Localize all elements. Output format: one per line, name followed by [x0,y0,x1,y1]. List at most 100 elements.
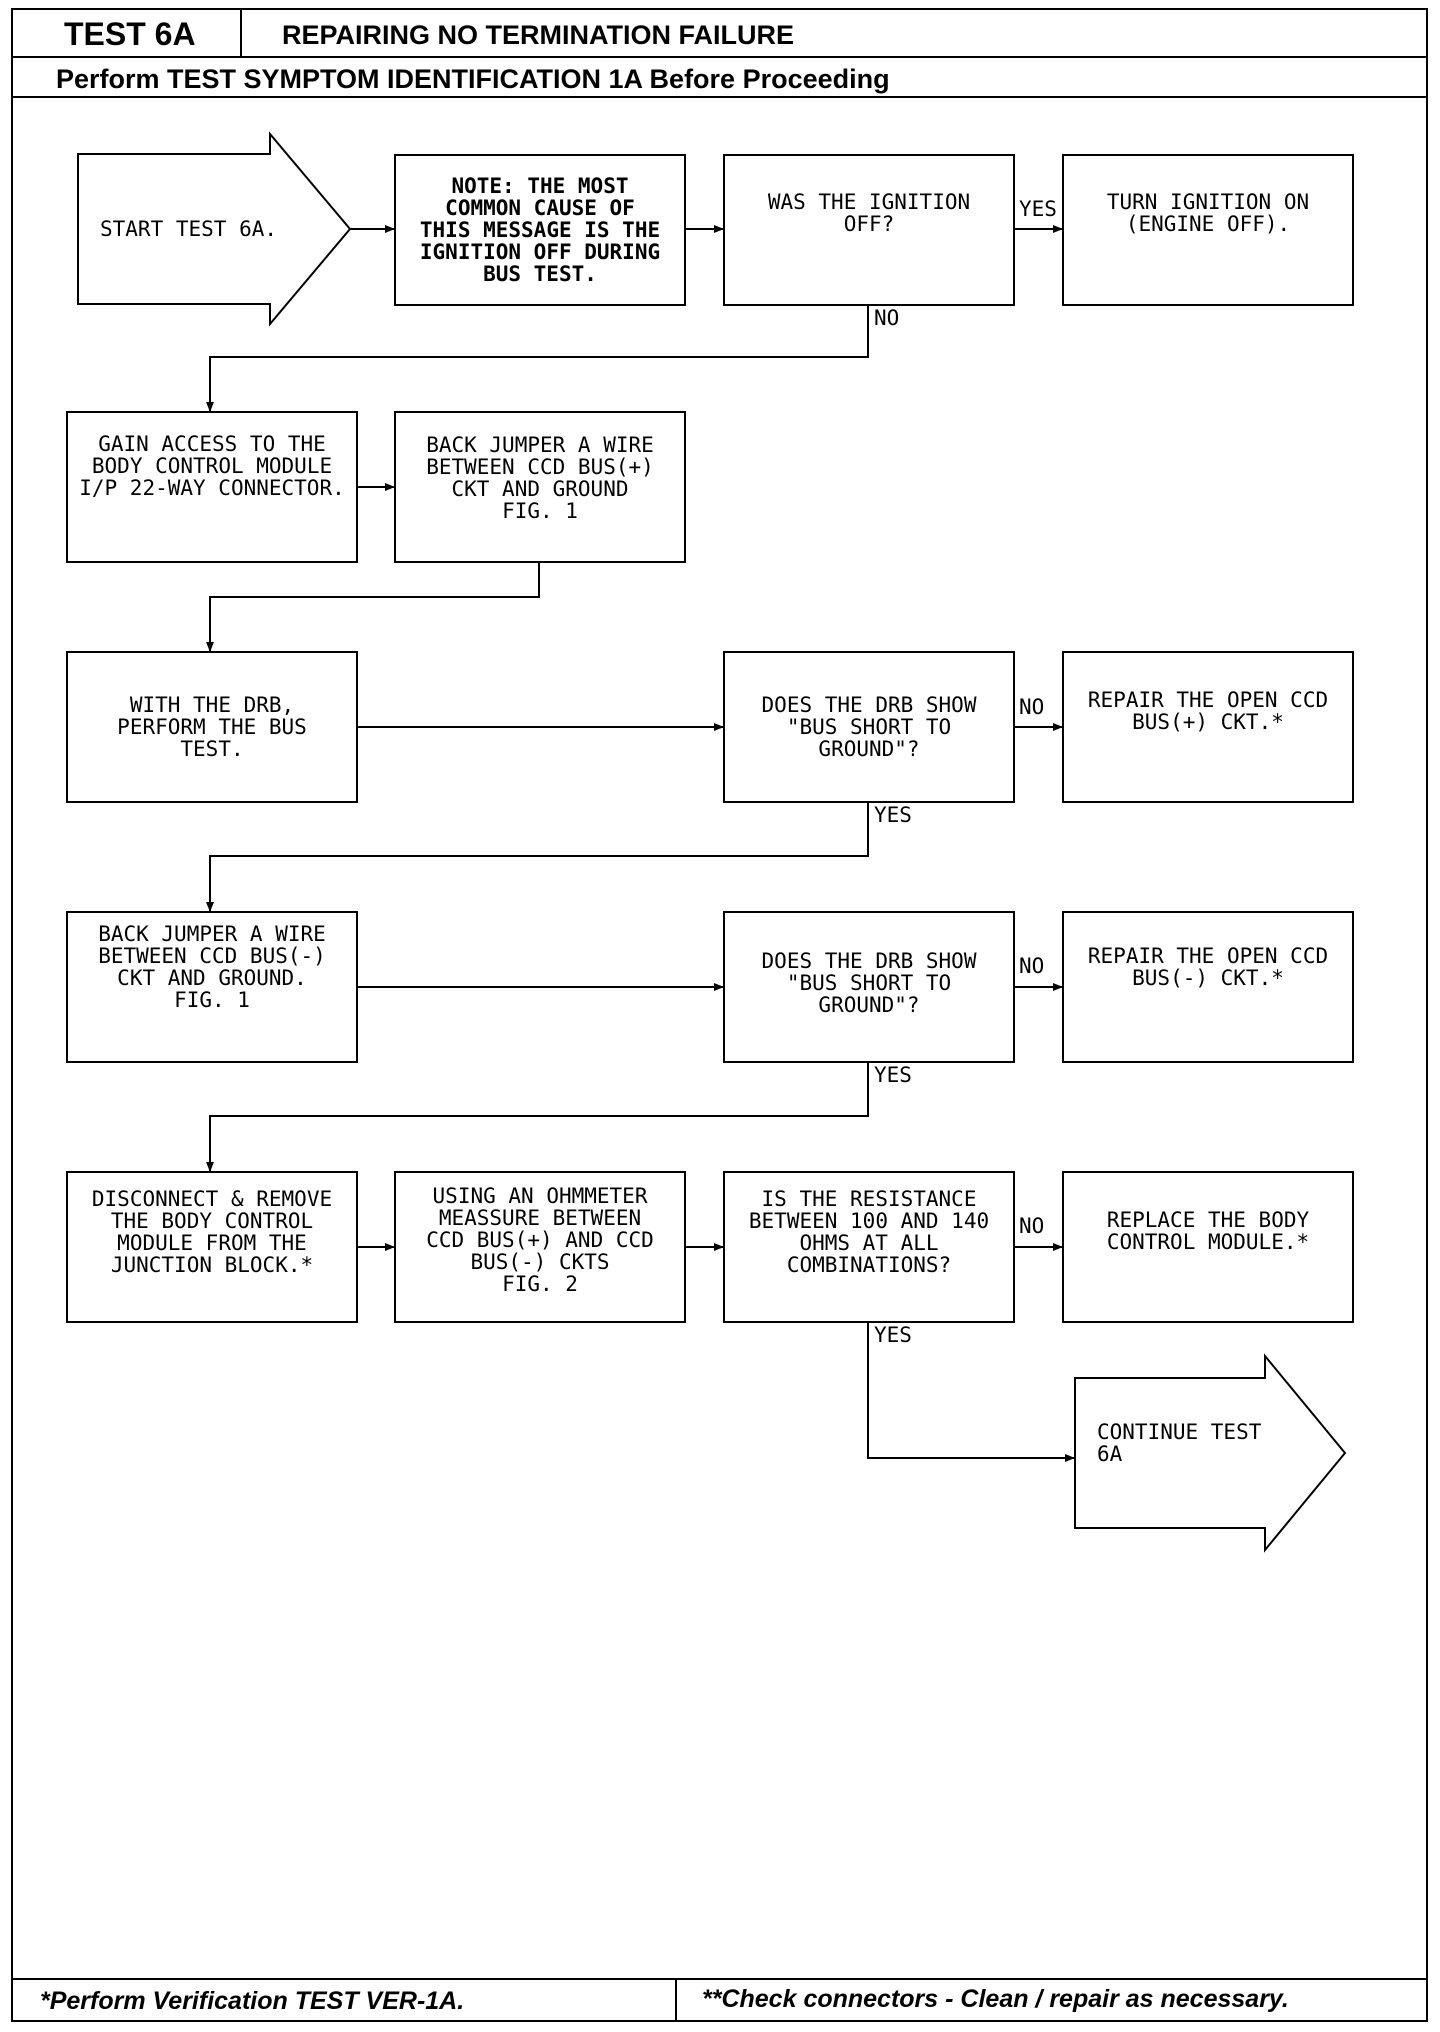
gain-access-box [66,411,358,563]
disconnect-box [66,1171,358,1323]
box-text-line: OHMS AT ALL [799,1231,938,1255]
footer-cell-divider [675,1978,677,2022]
box-text-line: BUS TEST. [483,262,597,286]
turn-ignition-text: TURN IGNITION ON(ENGINE OFF). [1107,190,1309,236]
ohmmeter-box [394,1171,686,1323]
arrow-jumper-to-perform-bus [206,563,540,652]
box-text-line: 6A [1097,1442,1123,1466]
page-title: REPAIRING NO TERMINATION FAILURE [282,20,794,50]
jumper-minus-box [66,911,358,1063]
box-text-line: CCD BUS(+) AND CCD [426,1228,654,1252]
label-no-ignition: NO [874,306,899,330]
box-text-line: BACK JUMPER A WIRE [98,922,326,946]
box-text-line: FIG. 1 [174,988,250,1012]
arrow-drb-2-yes-to-disconnect [206,1063,869,1172]
resistance-question-box [723,1171,1015,1323]
label-no-resistance: NO [1019,1214,1044,1238]
box-text-line: TEST. [180,737,243,761]
turn-ignition-box [1062,154,1354,306]
box-text-line: BODY CONTROL MODULE [92,454,332,478]
label-yes-resistance: YES [874,1323,912,1347]
box-text-line: TURN IGNITION ON [1107,190,1309,214]
box-text-line: I/P 22-WAY CONNECTOR. [79,476,345,500]
box-text-line: REPAIR THE OPEN CCD [1088,944,1328,968]
box-text-line: START TEST 6A. [100,217,277,241]
box-text-line: REPAIR THE OPEN CCD [1088,688,1328,712]
continue-arrow-shape [1074,1353,1347,1553]
box-text-line: MODULE FROM THE [117,1231,307,1255]
arrow-no-ignition-to-gain-access [206,306,869,412]
box-text-line: MEASSURE BETWEEN [439,1206,641,1230]
box-text-line: BETWEEN CCD BUS(-) [98,944,326,968]
label-no-drb-1: NO [1019,695,1044,719]
box-text-line: DOES THE DRB SHOW [762,693,977,717]
box-text-line: BETWEEN 100 AND 140 [749,1209,989,1233]
box-text-line: COMMON CAUSE OF [445,196,635,220]
box-text-line: NOTE: THE MOST [451,174,628,198]
box-text-line: THIS MESSAGE IS THE [420,218,660,242]
start-text: START TEST 6A. [100,217,277,241]
box-text-line: USING AN OHMMETER [433,1184,648,1208]
perform-bus-box [66,651,358,803]
drb-question-2-box [723,911,1015,1063]
box-text-line: THE BODY CONTROL [111,1209,313,1233]
box-text-line: FIG. 1 [502,499,578,523]
box-text-line: FIG. 2 [502,1272,578,1296]
box-text-line: IGNITION OFF DURING [420,240,660,264]
label-yes-ignition: YES [1019,197,1057,221]
repair-plus-box [1062,651,1354,803]
header-test-cell-divider [240,8,242,57]
label-yes-drb-2: YES [874,1063,912,1087]
start-arrow-shape [77,131,352,327]
box-text-line: REPLACE THE BODY [1107,1208,1310,1232]
box-text-line: BUS(-) CKTS [470,1250,609,1274]
box-text-line: WAS THE IGNITION [768,190,970,214]
box-text-line: DOES THE DRB SHOW [762,949,977,973]
label-yes-drb-1: YES [874,803,912,827]
box-text-line: CONTROL MODULE.* [1107,1230,1309,1254]
box-text-line: CKT AND GROUND [451,477,628,501]
footer-divider [11,1978,1428,1980]
box-text-line: BUS(-) CKT.* [1132,966,1284,990]
arrow-drb-1-yes-to-jumper-minus [206,803,869,912]
box-text-line: GROUND"? [818,993,919,1017]
replace-bcm-box [1062,1171,1354,1323]
jumper-plus-box [394,411,686,563]
box-text-line: PERFORM THE BUS [117,715,307,739]
repair-minus-box [1062,911,1354,1063]
box-text-line: JUNCTION BLOCK.* [111,1253,313,1277]
box-text-line: BETWEEN CCD BUS(+) [426,455,654,479]
box-text-line: (ENGINE OFF). [1126,212,1290,236]
box-text-line: IS THE RESISTANCE [762,1187,977,1211]
box-text-line: "BUS SHORT TO [787,715,951,739]
footer-connector-note: **Check connectors - Clean / repair as n… [702,1985,1289,2013]
box-text-line: "BUS SHORT TO [787,971,951,995]
header-divider-1 [11,56,1428,58]
box-text-line: DISCONNECT & REMOVE [92,1187,332,1211]
box-text-line: CONTINUE TEST [1097,1420,1262,1444]
arrow-resistance-yes-to-continue [867,1323,1075,1462]
box-text-line: OFF? [844,212,895,236]
box-text-line: GROUND"? [818,737,919,761]
label-no-drb-2: NO [1019,954,1044,978]
footer-verification-note: *Perform Verification TEST VER-1A. [40,1987,465,2015]
box-text-line: WITH THE DRB, [130,693,294,717]
page-border [11,8,1428,2022]
box-text-line: BACK JUMPER A WIRE [426,433,654,457]
